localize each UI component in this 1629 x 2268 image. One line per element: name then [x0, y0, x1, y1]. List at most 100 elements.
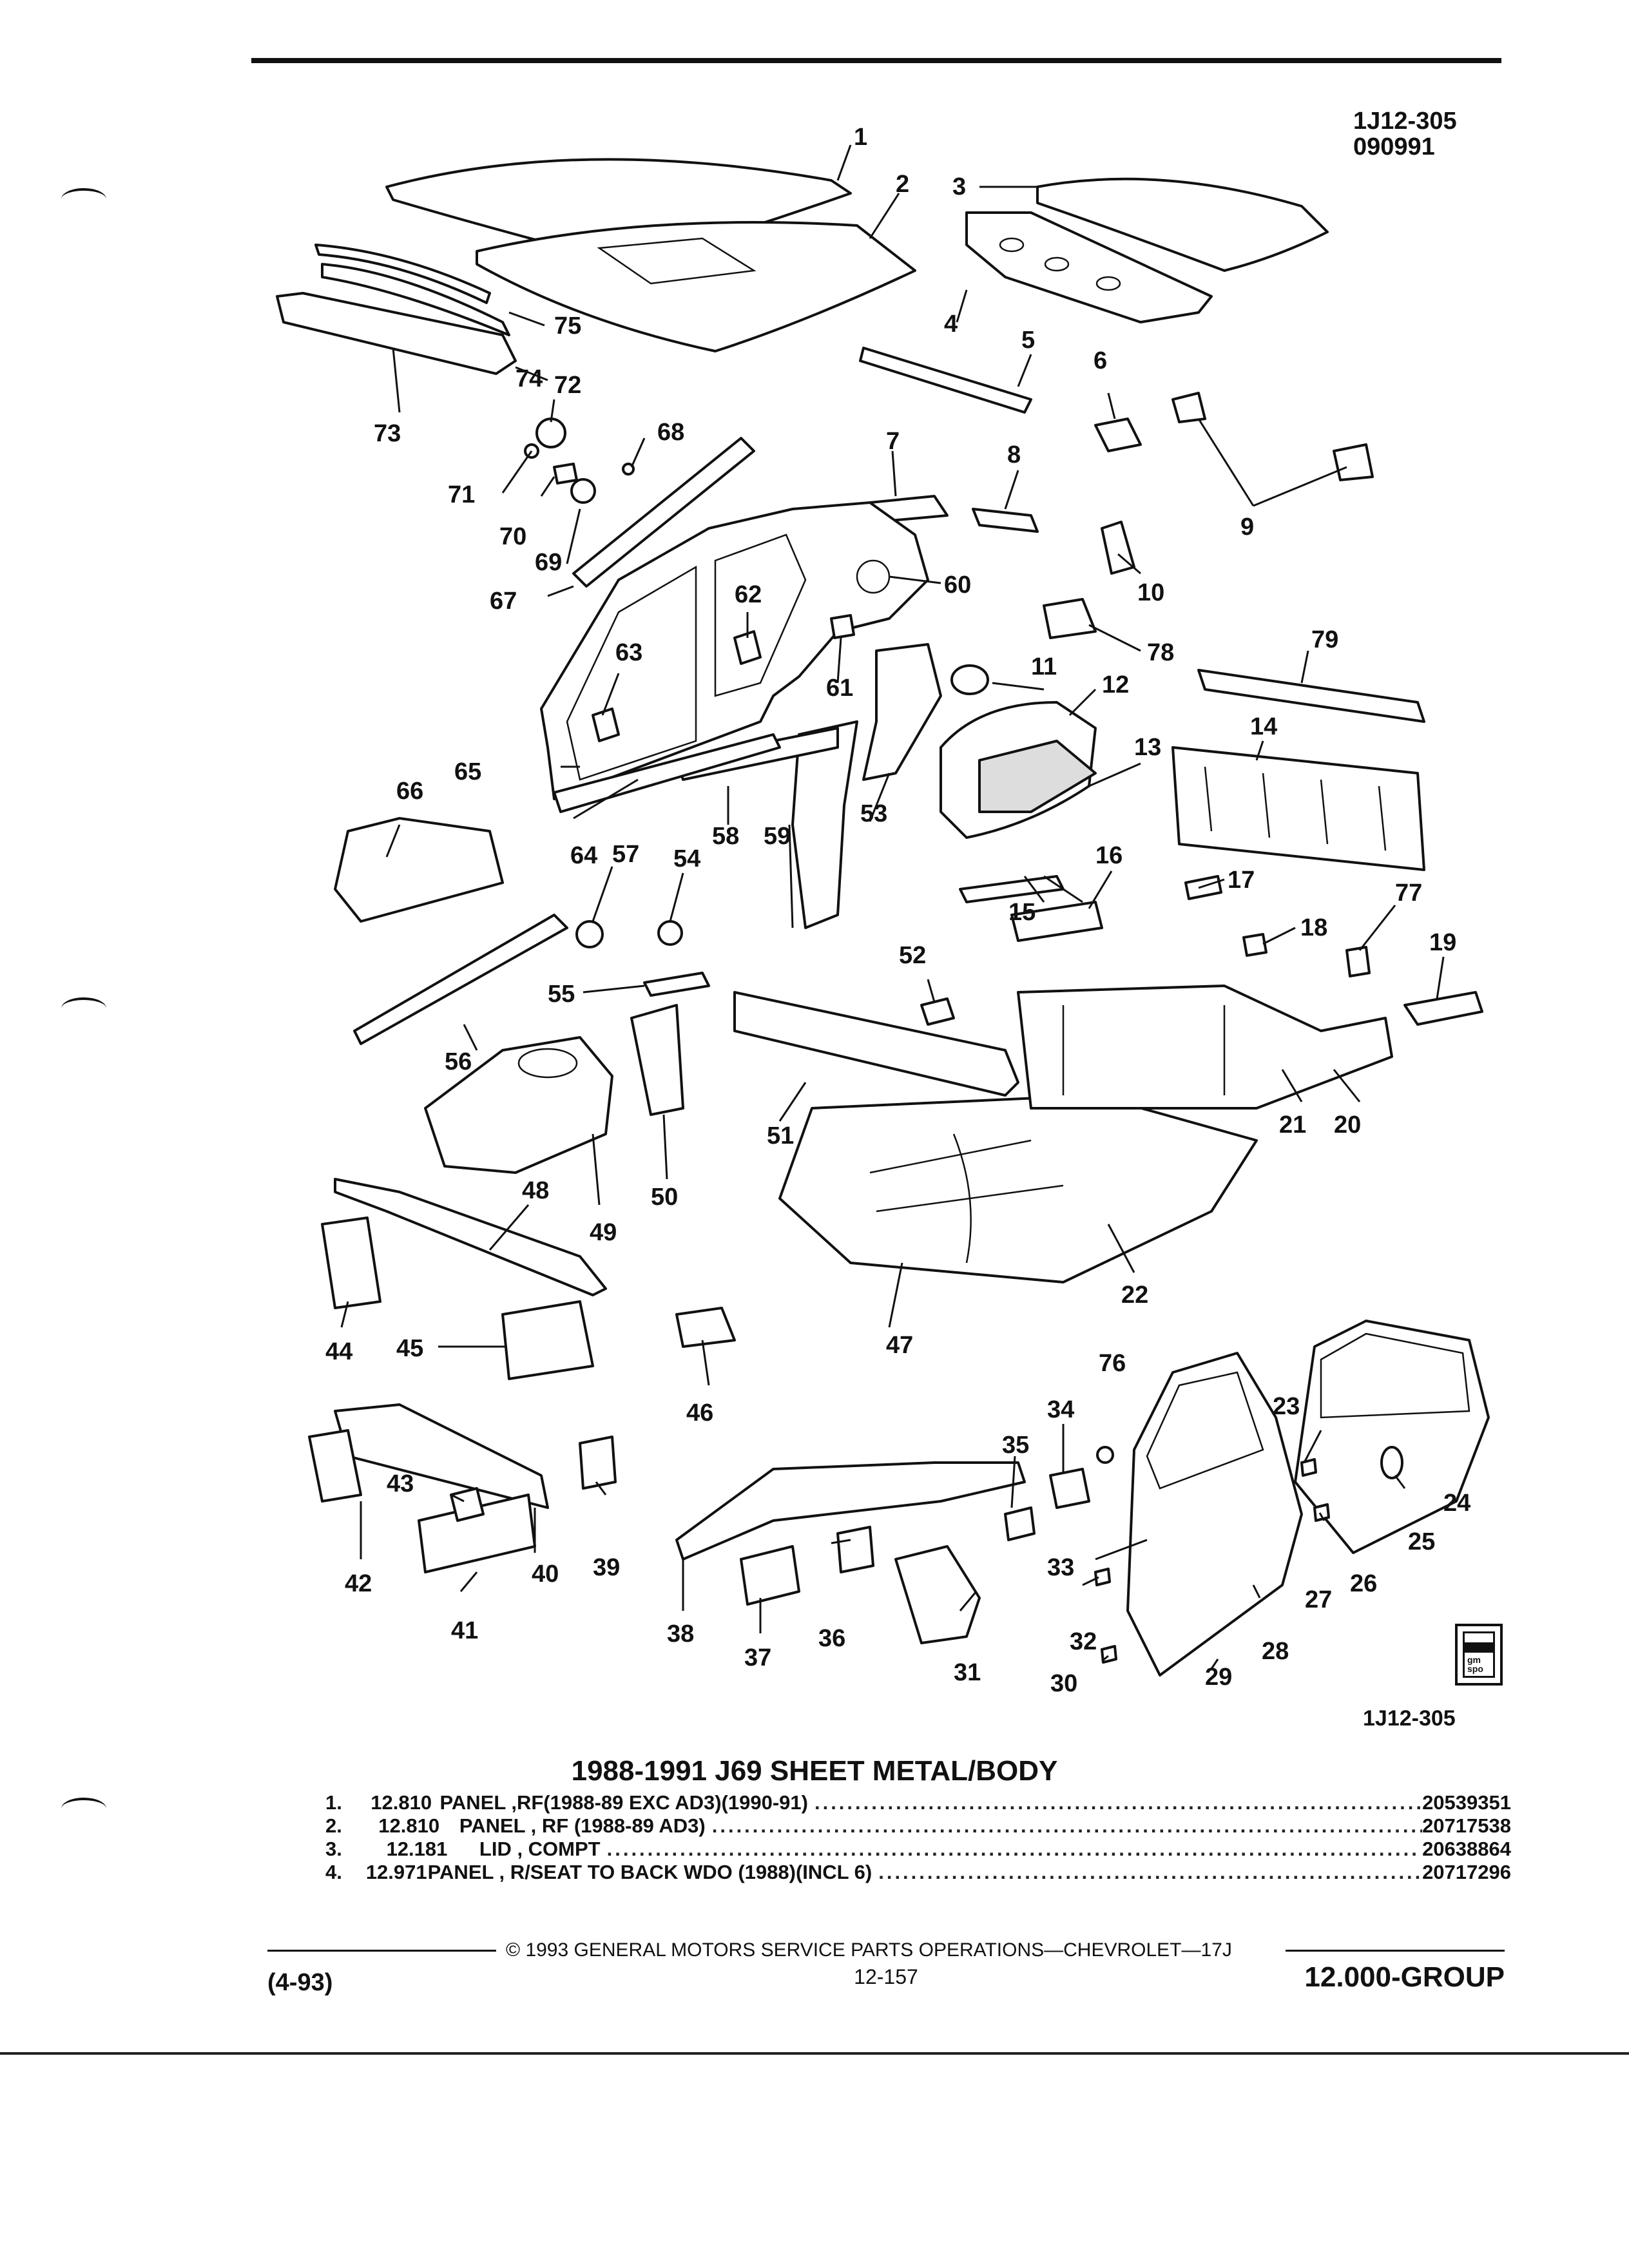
part-description: PANEL , R/SEAT TO BACK WDO (1988)(INCL 6…	[427, 1861, 872, 1883]
footer-rule-left	[267, 1950, 496, 1952]
callout-1: 1	[854, 124, 867, 151]
part-header-73	[276, 292, 517, 375]
callout-72: 72	[554, 372, 581, 399]
bottom-rule	[0, 2052, 1629, 2055]
part-70	[553, 463, 578, 485]
callout-56: 56	[445, 1048, 472, 1075]
part-seat-back-panel-4	[965, 211, 1213, 323]
callout-58: 58	[712, 823, 739, 850]
part-floor-pan-47	[778, 1094, 1258, 1283]
page-footer: © 1993 GENERAL MOTORS SERVICE PARTS OPER…	[267, 1939, 1505, 2010]
callout-30: 30	[1050, 1670, 1077, 1697]
part-35	[1004, 1506, 1036, 1541]
callout-55: 55	[548, 981, 575, 1008]
part-66	[334, 817, 504, 923]
callout-19: 19	[1429, 929, 1456, 956]
callout-45: 45	[396, 1335, 423, 1362]
part-code: 12.810	[378, 1814, 440, 1837]
part-36	[836, 1526, 874, 1573]
callout-51: 51	[767, 1122, 794, 1149]
part-rear-door-26	[1294, 1320, 1490, 1554]
part-dash-51	[733, 991, 1019, 1097]
part-number: 4.	[325, 1861, 342, 1883]
part-11	[950, 664, 989, 695]
part-54	[657, 920, 683, 946]
part-5	[859, 347, 1032, 414]
part-rail-48	[334, 1178, 607, 1296]
callout-65: 65	[454, 758, 481, 785]
callout-63: 63	[615, 639, 642, 666]
callout-69: 69	[535, 549, 562, 576]
callout-78: 78	[1147, 639, 1174, 666]
callout-42: 42	[345, 1570, 372, 1597]
callout-22: 22	[1121, 1282, 1148, 1309]
part-description: PANEL , RF (1988-89 AD3)	[459, 1814, 706, 1837]
callout-3: 3	[952, 173, 966, 200]
callout-8: 8	[1007, 441, 1021, 468]
part-compartment-lid-3	[1036, 177, 1329, 272]
part-6	[1094, 418, 1142, 452]
part-description: PANEL ,RF(1988-89 EXC AD3)(1990-91)	[439, 1791, 808, 1814]
callout-9: 9	[1240, 514, 1254, 541]
callout-67: 67	[490, 588, 517, 615]
callout-33: 33	[1047, 1554, 1074, 1581]
part-pillar-59	[791, 720, 858, 929]
footer-rule-right	[1286, 1950, 1505, 1952]
part-rear-panel-14	[1171, 746, 1425, 871]
callout-32: 32	[1070, 1628, 1097, 1655]
callout-79: 79	[1311, 626, 1338, 653]
callout-44: 44	[325, 1338, 352, 1365]
callout-23: 23	[1273, 1393, 1300, 1420]
part-header-74	[321, 263, 510, 336]
callout-11: 11	[1031, 653, 1057, 680]
part-76	[1096, 1446, 1114, 1464]
leader-dots: ........................................…	[814, 1791, 1423, 1814]
header-reference: 1J12-305 090991	[1353, 108, 1457, 160]
part-8	[972, 508, 1039, 533]
callout-75: 75	[554, 312, 581, 340]
part-handle-25	[1380, 1446, 1403, 1479]
part-77	[1345, 946, 1371, 977]
part-rear-panel-79	[1197, 669, 1425, 723]
callout-34: 34	[1047, 1396, 1074, 1423]
callout-6: 6	[1094, 347, 1107, 374]
part-rocker-64	[553, 733, 781, 813]
part-16	[1010, 901, 1103, 942]
callout-70: 70	[499, 523, 526, 550]
leader-dots: ........................................…	[878, 1861, 1423, 1883]
part-id: 20717296	[1422, 1861, 1511, 1883]
callout-38: 38	[667, 1620, 694, 1648]
part-rail-38	[675, 1461, 1026, 1561]
part-69	[570, 478, 596, 504]
callout-37: 37	[744, 1644, 771, 1671]
page-title: 1988-1991 J69 SHEET METAL/BODY	[571, 1755, 1058, 1787]
header-ref-code: 1J12-305	[1353, 108, 1457, 135]
leader-dots: ........................................…	[606, 1838, 1420, 1860]
part-code: 12.971	[365, 1861, 427, 1883]
part-52	[920, 997, 955, 1026]
callout-5: 5	[1021, 327, 1035, 354]
margin-mark	[61, 997, 106, 1019]
part-27	[1313, 1503, 1330, 1522]
part-number: 3.	[325, 1838, 342, 1860]
callout-12: 12	[1102, 671, 1129, 698]
part-id: 20717538	[1422, 1814, 1511, 1837]
callout-54: 54	[673, 845, 700, 872]
part-rail-67	[572, 437, 755, 588]
parts-row: 2. 12.810 PANEL , RF (1988-89 AD3) .....…	[325, 1814, 1511, 1838]
callout-36: 36	[818, 1625, 845, 1652]
part-45	[501, 1300, 594, 1380]
part-17	[1184, 875, 1222, 900]
callout-46: 46	[686, 1399, 713, 1427]
callout-29: 29	[1205, 1664, 1232, 1691]
callout-50: 50	[651, 1184, 678, 1211]
part-18	[1242, 933, 1268, 957]
part-61	[830, 614, 855, 639]
callout-48: 48	[522, 1177, 549, 1204]
exploded-parts-diagram: 1 2 3 4 5 6 7 8 9 10 11 12 13 14 15 16 1…	[276, 124, 1490, 1697]
callout-7: 7	[886, 428, 900, 455]
part-10	[1101, 521, 1135, 575]
callout-41: 41	[451, 1617, 478, 1644]
callout-4: 4	[944, 311, 958, 338]
part-55	[643, 972, 710, 997]
